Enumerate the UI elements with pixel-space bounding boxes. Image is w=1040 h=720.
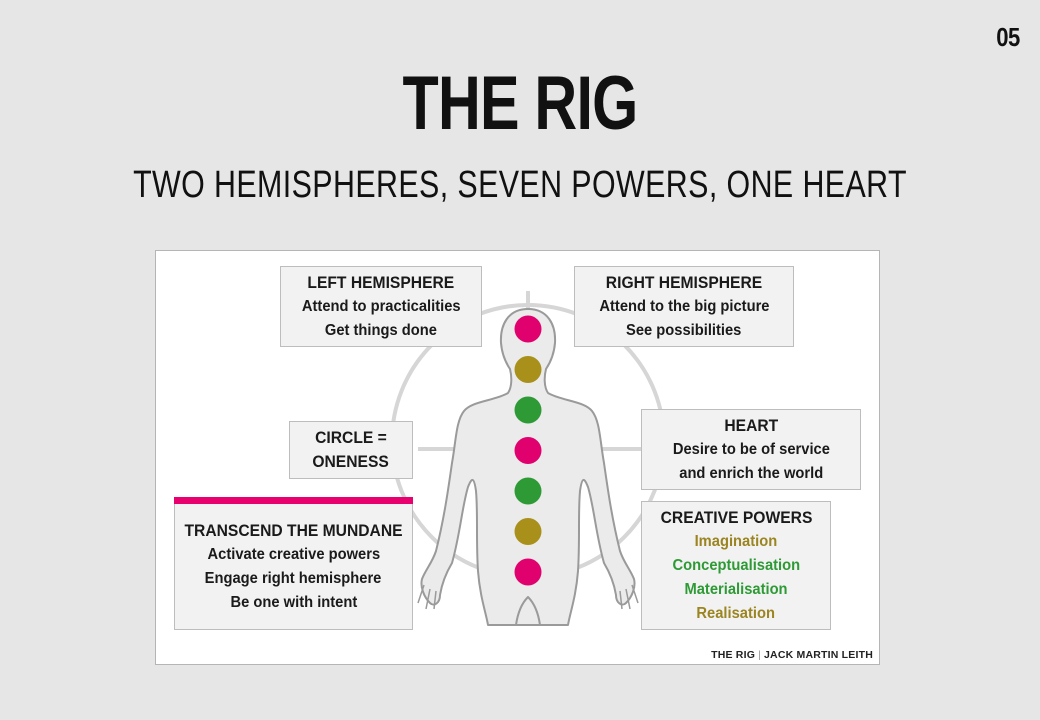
chakra-dots	[514, 315, 542, 586]
heart-line2: and enrich the world	[679, 464, 823, 482]
credit-separator: |	[758, 649, 762, 661]
chakra-dot-7	[514, 558, 542, 586]
credit-line: THE RIG|JACK MARTIN LEITH	[711, 649, 873, 661]
heart-heading: HEART	[724, 415, 778, 435]
right-hemisphere-heading: RIGHT HEMISPHERE	[605, 272, 763, 292]
transcend-line3: Be one with intent	[230, 593, 357, 611]
page-number: 05	[996, 22, 1020, 52]
creative-powers-heading: CREATIVE POWERS	[660, 507, 812, 527]
transcend-accent-bar	[174, 497, 413, 504]
chakra-dot-1	[514, 315, 542, 343]
page-subtitle: TWO HEMISPHERES, SEVEN POWERS, ONE HEART	[133, 164, 907, 206]
page-title: THE RIG	[402, 61, 639, 146]
power-materialisation: Materialisation	[684, 580, 788, 598]
chakra-dot-6	[514, 518, 542, 545]
chakra-dot-2	[514, 356, 542, 383]
transcend-box: TRANSCEND THE MUNDANE Activate creative …	[174, 504, 413, 630]
left-hemisphere-line2: Get things done	[324, 321, 438, 339]
chakra-dot-5	[514, 477, 542, 505]
left-hemisphere-line1: Attend to practicalities	[301, 297, 461, 315]
right-hemisphere-line1: Attend to the big picture	[598, 297, 770, 315]
credit-title: THE RIG	[711, 649, 756, 661]
circle-line1: CIRCLE =	[315, 428, 387, 447]
heart-line1: Desire to be of service	[672, 440, 830, 458]
left-hemisphere-heading: LEFT HEMISPHERE	[307, 272, 455, 292]
chakra-dot-3	[514, 396, 542, 424]
heart-box: HEART Desire to be of service and enrich…	[641, 409, 861, 490]
transcend-heading: TRANSCEND THE MUNDANE	[184, 520, 403, 540]
chakra-dot-4	[514, 437, 542, 464]
power-imagination: Imagination	[694, 532, 778, 550]
circle-line2: ONENESS	[312, 452, 390, 471]
credit-author: JACK MARTIN LEITH	[764, 649, 873, 661]
right-hemisphere-line2: See possibilities	[626, 321, 742, 339]
creative-powers-box: CREATIVE POWERS Imagination Conceptualis…	[641, 501, 831, 630]
power-conceptualisation: Conceptualisation	[672, 556, 800, 574]
transcend-line1: Activate creative powers	[207, 545, 380, 563]
circle-oneness-box: CIRCLE = ONENESS	[289, 421, 413, 479]
hands	[417, 584, 639, 610]
human-body-silhouette	[420, 308, 636, 626]
transcend-line2: Engage right hemisphere	[205, 569, 382, 587]
power-realisation: Realisation	[696, 604, 776, 622]
right-hemisphere-box: RIGHT HEMISPHERE Attend to the big pictu…	[574, 266, 794, 347]
left-hemisphere-box: LEFT HEMISPHERE Attend to practicalities…	[280, 266, 482, 347]
